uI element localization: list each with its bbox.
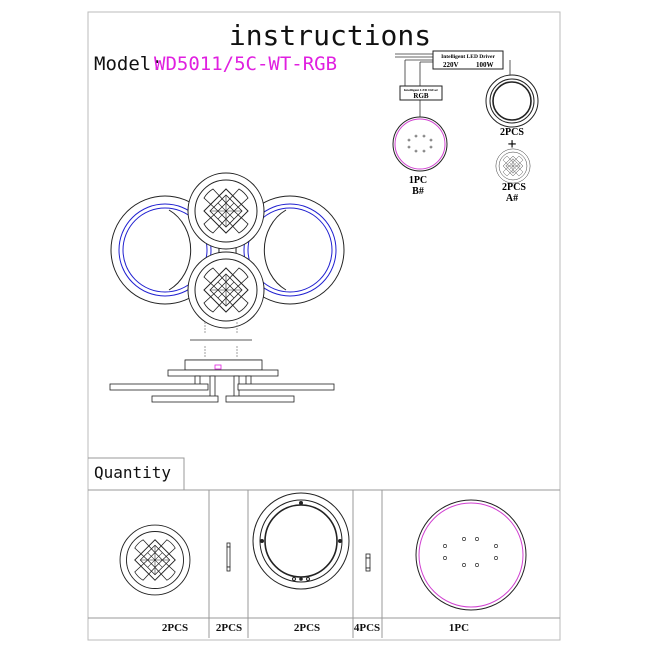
rgb-led-driver	[399, 85, 443, 101]
model-number: WD5011/5C-WT-RGB	[154, 53, 337, 75]
model-label: Model:	[94, 53, 163, 75]
b-qty-label: 1PC	[409, 175, 427, 186]
b-code-label: B#	[412, 186, 424, 197]
page-title: instructions	[229, 19, 431, 52]
main-driver-power: 100W	[476, 61, 494, 69]
part-rgb-panel	[415, 499, 527, 611]
part-light-ring	[252, 492, 350, 590]
qty-light-ring: 2PCS	[294, 622, 320, 634]
page-frame	[87, 11, 561, 641]
rgb-driver-label: RGB	[413, 92, 429, 100]
ring-qty-label: 2PCS	[500, 127, 524, 138]
quantity-table	[88, 457, 560, 638]
lamp-side-view	[109, 322, 335, 403]
qty-screw-long: 2PCS	[216, 622, 242, 634]
plus-sign: +	[507, 136, 516, 153]
main-driver-voltage: 220V	[443, 61, 459, 69]
a-code-label: A#	[506, 193, 518, 204]
part-screw-short	[365, 553, 371, 572]
part-medallion	[119, 524, 191, 596]
qty-screw-short: 4PCS	[354, 622, 380, 634]
qty-rgb-panel: 1PC	[449, 622, 469, 634]
wiring-diagram: Intelligent LED Driver 220V 100W Intelli…	[392, 50, 539, 204]
qty-medallion: 2PCS	[162, 622, 188, 634]
rgb-driver-title: Intelligent LED Driver	[404, 88, 439, 92]
lamp-top-view	[110, 172, 345, 329]
main-led-driver	[432, 50, 504, 70]
part-screw-long	[226, 542, 231, 572]
quantity-heading: Quantity	[94, 463, 171, 482]
main-driver-title: Intelligent LED Driver	[441, 54, 495, 60]
a-qty-label: 2PCS	[502, 182, 526, 193]
